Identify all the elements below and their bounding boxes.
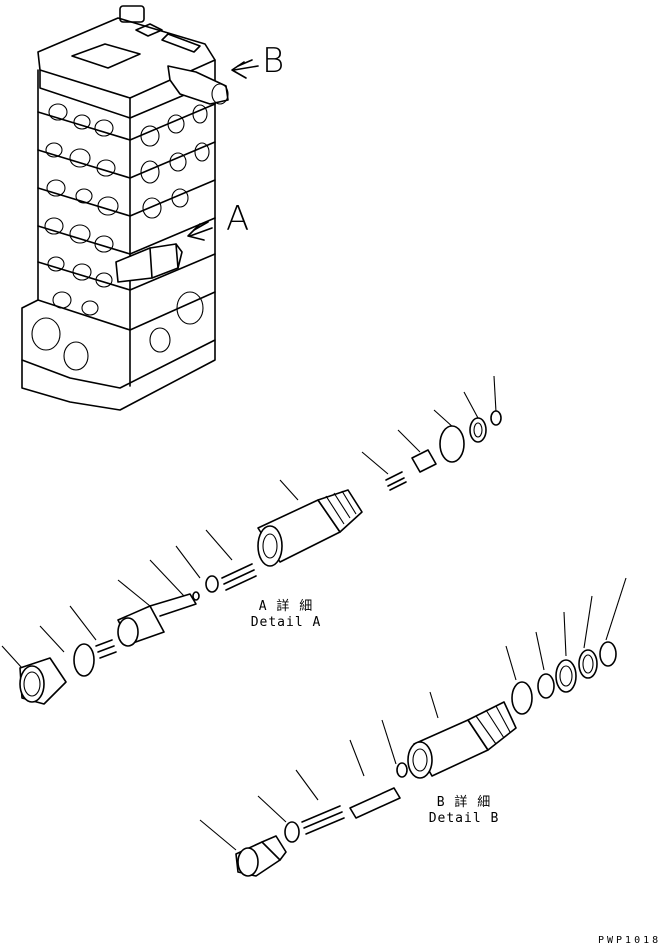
detail-a-title-jp: A 詳 細 <box>258 599 314 614</box>
callout-label-b: B <box>262 41 285 81</box>
detail-b-title-en: Detail B <box>428 811 500 826</box>
detail-a-title-en: Detail A <box>250 615 322 630</box>
callout-label-a: A <box>226 199 250 239</box>
detail-b-exploded-view <box>199 577 627 877</box>
valve-body-assembly <box>21 5 259 411</box>
detail-b-title-jp: B 詳 細 <box>436 795 492 810</box>
callout-arrow-a <box>187 221 213 241</box>
detail-b-leaders <box>199 577 627 851</box>
callout-arrow-b <box>231 59 259 79</box>
drawing-code: PWP1018 <box>598 935 662 946</box>
detail-a-exploded-view <box>1 375 502 705</box>
detail-a-leaders <box>1 375 497 669</box>
